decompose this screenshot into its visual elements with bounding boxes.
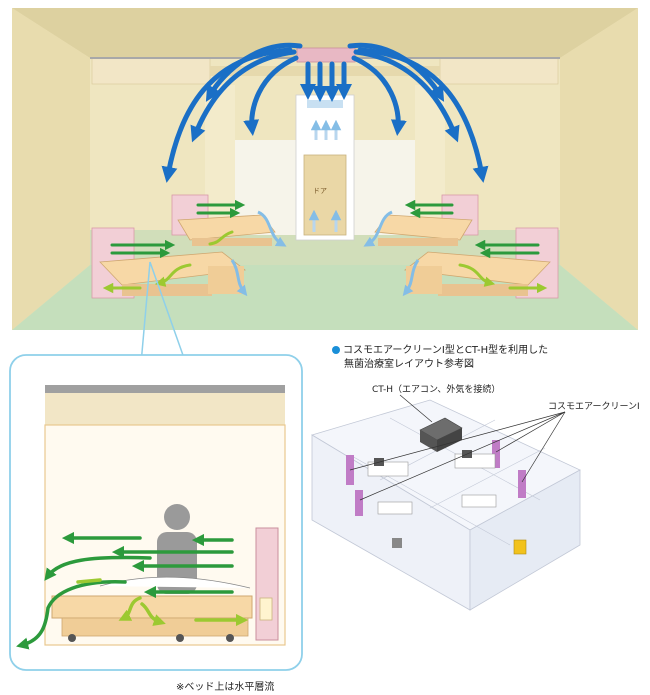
inset-note: ※ベッド上は水平層流 — [176, 682, 275, 693]
bed-back-left — [171, 194, 276, 246]
door-top-vent — [307, 100, 343, 108]
cosmo-unit — [355, 490, 363, 516]
bed-back-right — [374, 194, 479, 246]
door-label: ドア — [313, 187, 327, 195]
ceiling-air-unit — [296, 47, 356, 63]
cosmo-unit — [492, 440, 500, 468]
callout-cth: CT-H（エアコン、外気を接続） — [372, 385, 501, 395]
bed-front-right — [403, 227, 559, 299]
patient-head — [164, 504, 190, 530]
layout-caption-line1: コスモエアークリーンⅠ型とCT-H型を利用した — [343, 345, 549, 356]
inset-detail — [9, 354, 303, 671]
ceiling-airflow-arrows — [161, 42, 489, 183]
callout-cosmo: コスモエアークリーンⅠ — [548, 402, 640, 412]
caption-bullet — [332, 346, 340, 354]
cosmo-unit — [518, 470, 526, 498]
layout-caption: コスモエアークリーンⅠ型とCT-H型を利用した 無菌治療室レイアウト参考図 — [332, 344, 548, 372]
layout-3d-diagram — [311, 394, 581, 611]
air-clean-unit — [255, 527, 279, 641]
layout-caption-line2: 無菌治療室レイアウト参考図 — [344, 359, 474, 370]
room-illustration: ドア — [12, 8, 638, 330]
bed-airflow-arrows — [102, 199, 548, 294]
